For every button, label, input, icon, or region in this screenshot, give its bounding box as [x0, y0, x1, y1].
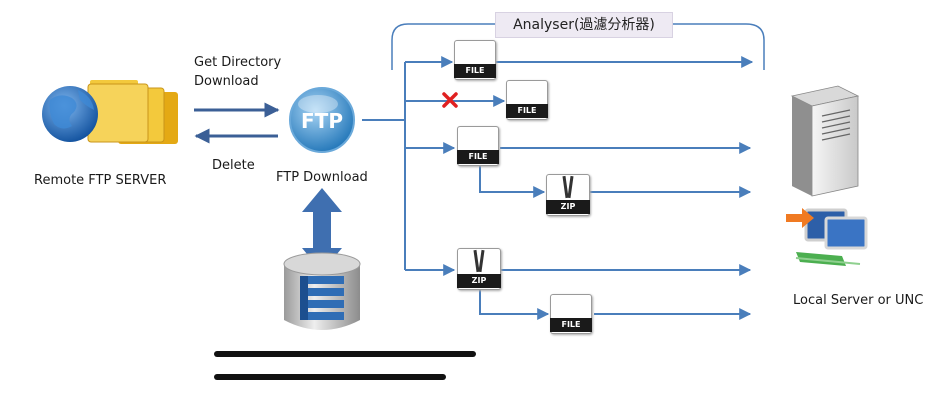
- local-server-icon: [790, 85, 860, 197]
- database-sync-arrow: [302, 188, 342, 272]
- branch-3-to-zip: [479, 166, 546, 198]
- zip-type-label: ZIP: [560, 202, 576, 211]
- file-icon-3: FILE: [457, 126, 499, 166]
- remote-ftp-server-icon: [42, 80, 178, 144]
- get-directory-label: Get Directory: [194, 55, 282, 70]
- ftp-logo-text: FTP: [301, 109, 343, 133]
- redacted-text-line-2: [214, 374, 446, 380]
- file-type-label: FILE: [561, 320, 581, 329]
- file-icon-1: FILE: [454, 40, 496, 80]
- file-icon-2-rejected: FILE: [506, 80, 548, 120]
- remote-ftp-server-label: Remote FTP SERVER: [34, 173, 167, 188]
- ftp-download-label: FTP Download: [276, 170, 368, 185]
- ftp-download-icon: FTP: [289, 87, 355, 153]
- redacted-text-line-1: [214, 351, 476, 357]
- branch-4-to-file: [479, 290, 550, 320]
- file-type-label: FILE: [465, 66, 485, 75]
- zip-icon-2: ZIP: [457, 248, 501, 290]
- file-icon-4: FILE: [550, 294, 592, 334]
- analyser-title: Analyser(過濾分析器): [495, 12, 673, 38]
- file-type-label: FILE: [517, 106, 537, 115]
- download-label: Download: [194, 74, 259, 89]
- zip-icon-1: ZIP: [546, 174, 590, 216]
- delete-label: Delete: [212, 158, 255, 173]
- database-icon: [283, 252, 361, 330]
- zip-type-label: ZIP: [471, 276, 487, 285]
- file-type-label: FILE: [468, 152, 488, 161]
- network-share-icon: [786, 208, 868, 266]
- local-server-label: Local Server or UNC: [793, 293, 924, 308]
- reject-x-icon: [442, 92, 458, 108]
